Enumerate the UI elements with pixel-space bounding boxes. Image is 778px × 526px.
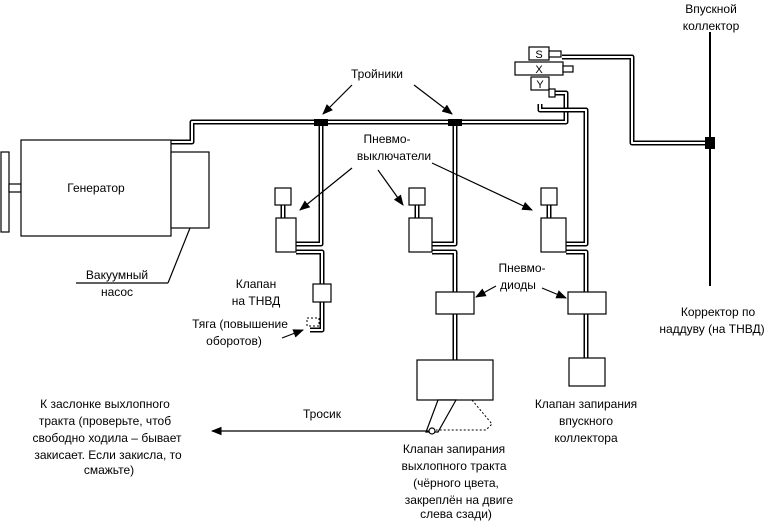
tees-arrow-2 [413, 84, 453, 115]
valve-y-port [548, 88, 556, 98]
pneumo-switches: Пневмо- выключатели [274, 132, 567, 253]
rod-label-line1: Тяга (повышение [192, 317, 288, 331]
switch-3-cap [540, 187, 558, 206]
exhaust-shutoff-label-line4: закреплён на двиге [405, 493, 514, 507]
intake-manifold-label-line2: коллектор [683, 19, 740, 33]
valve-x-label: X [535, 64, 543, 76]
tees: Тройники [314, 67, 462, 126]
exhaust-shutoff-label-line3: (чёрного цвета, [413, 476, 499, 490]
vacuum-pump-leader [167, 227, 191, 284]
exhaust-flap-line1: К заслонке выхлопного [40, 397, 170, 411]
switches-arrow-2 [377, 169, 404, 206]
switch-1-cap [274, 187, 292, 206]
intake-shutoff-label-line2: впускного [559, 414, 613, 428]
exhaust-valve-pivot [428, 427, 436, 435]
pneumo-diodes-label-line2: диоды [500, 278, 536, 292]
rod-outline [306, 317, 320, 327]
pneumo-switches-label-line1: Пневмо- [363, 132, 410, 146]
boost-corrector-label-line2: наддуву (на ТНВД) [659, 322, 764, 336]
tees-arrow-1 [322, 84, 353, 115]
tnvd-valve: Клапан на ТНВД Тяга (повышение оборотов) [192, 277, 332, 348]
switches-arrow-1 [299, 167, 353, 211]
cable-label: Тросик [303, 407, 342, 421]
intake-manifold-label-line1: Впускной [685, 2, 737, 16]
tee-2 [448, 119, 462, 126]
diodes-arrow-2 [541, 287, 567, 299]
switch-2-body [408, 217, 433, 253]
valve-y-box [530, 76, 550, 91]
rod-label-line2: оборотов) [206, 334, 262, 348]
diodes-arrow-1 [475, 285, 497, 298]
vacuum-tubes [170, 54, 708, 362]
exhaust-flap-line3: свободно ходила – бывает [32, 431, 182, 445]
vacuum-pump-body [170, 151, 210, 229]
intake-manifold: Впускной коллектор Корректор по наддуву … [659, 2, 764, 336]
diode-1 [435, 291, 475, 315]
sxy-valve: S X Y [514, 46, 574, 98]
exhaust-flap-line2: тракта (проверьте, чтоб [39, 414, 171, 428]
switch-1-body [275, 217, 297, 253]
intake-valve-body [568, 357, 606, 387]
generator: Генератор [0, 139, 172, 237]
diode-2 [567, 291, 607, 315]
generator-label: Генератор [67, 181, 125, 195]
exhaust-shutoff-label-line5: слева сзади) [420, 507, 492, 521]
rod-arrow [281, 329, 305, 339]
valve-x-port [562, 65, 574, 73]
pneumo-switches-label-line2: выключатели [357, 149, 431, 163]
exhaust-shutoff-label-line2: выхлопного тракта [402, 459, 507, 473]
generator-body [20, 139, 172, 237]
pneumo-diodes: Пневмо- диоды [435, 261, 607, 315]
generator-pulley [0, 151, 10, 233]
switches-arrow-3 [431, 162, 533, 211]
switch-3-body [540, 217, 567, 253]
tee-1 [314, 119, 328, 126]
exhaust-valve-lever-alt [436, 399, 493, 431]
exhaust-flap-line4: закисает. Если закисла, то [34, 448, 182, 462]
tnvd-valve-body [312, 283, 332, 303]
switch-2-cap [408, 187, 426, 206]
exhaust-shutoff-label-line1: Клапан запирания [403, 442, 505, 456]
vacuum-pump-label-line2: насос [101, 285, 133, 299]
pneumo-diodes-label-line1: Пневмо- [498, 261, 545, 275]
intake-manifold-tee [705, 137, 715, 149]
tnvd-valve-label-line2: на ТНВД [232, 294, 281, 308]
valve-s-label: S [535, 49, 542, 61]
valve-y-label: Y [536, 79, 544, 91]
intake-shutoff-valve: Клапан запирания впускного коллектора [535, 357, 637, 445]
tees-label: Тройники [351, 67, 403, 81]
exhaust-flap-line5: смажьте) [84, 463, 134, 477]
intake-shutoff-label-line1: Клапан запирания [535, 397, 637, 411]
intake-shutoff-label-line3: коллектора [554, 431, 618, 445]
exhaust-valve-body [416, 359, 494, 401]
vacuum-pump-label-line1: Вакуумный [86, 268, 148, 282]
vacuum-pump: Вакуумный насос [76, 151, 210, 299]
valve-s-port [548, 50, 562, 58]
generator-shaft [8, 183, 22, 193]
exhaust-shutoff-valve: Тросик Клапан запирания выхлопного тракт… [210, 359, 514, 521]
boost-corrector-label-line1: Корректор по [681, 305, 756, 319]
exhaust-valve-lever [425, 399, 458, 433]
tnvd-valve-label-line1: Клапан [236, 277, 276, 291]
exhaust-flap-note: К заслонке выхлопного тракта (проверьте,… [32, 397, 182, 477]
